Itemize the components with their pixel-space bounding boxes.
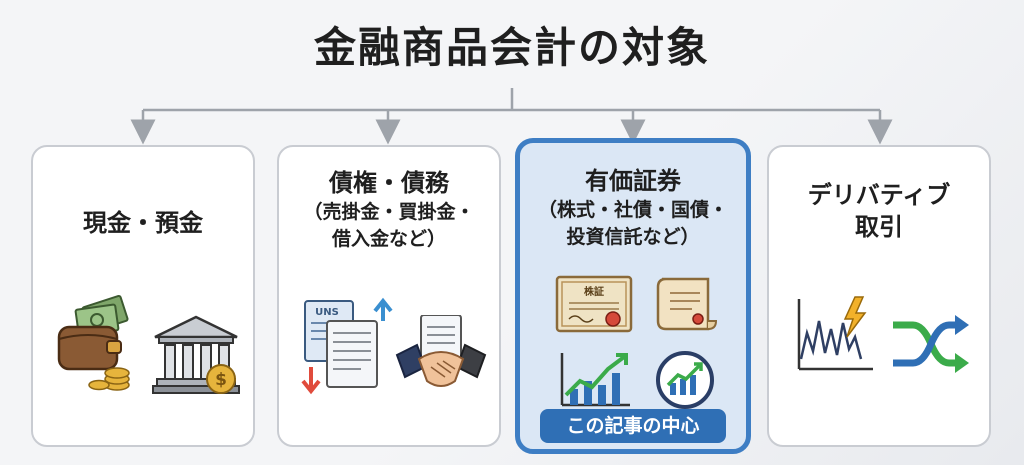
card-securities: 有価証券 （株式・社債・国債・ 投資信託など） 株証 この記事の中心	[515, 138, 751, 454]
chart-badge-icon	[656, 351, 714, 409]
card-subtext-line-1: （売掛金・買掛金・	[303, 201, 475, 223]
card-subtext-line-2: 投資信託など）	[566, 226, 700, 248]
wallet-cash-icon	[57, 294, 130, 391]
card-heading-line-1: デリバティブ	[807, 181, 951, 209]
connector-tree	[130, 88, 893, 145]
volatile-chart-lightning-icon	[797, 296, 873, 371]
doc-label: UNS	[315, 307, 339, 318]
card-heading-line-2: 取引	[855, 213, 903, 241]
card-subtext-line-2: 借入金など）	[331, 228, 446, 250]
card-receivables-payables: 債権・債務 （売掛金・買掛金・ 借入金など） UNS	[277, 145, 501, 447]
card-subtext-line-1: （株式・社債・国債・	[537, 199, 728, 221]
card-heading: 現金・預金	[83, 209, 203, 237]
article-focus-badge: この記事の中心	[540, 409, 726, 443]
shuffle-arrows-icon	[893, 315, 969, 373]
card-heading: 有価証券	[585, 167, 681, 195]
card-derivatives: デリバティブ 取引	[767, 145, 991, 447]
page-title: 金融商品会計の対象	[313, 23, 710, 72]
scroll-bond-icon	[656, 277, 718, 331]
handshake-icon	[395, 315, 487, 387]
card-heading: 債権・債務	[329, 169, 449, 197]
svg-text:$: $	[215, 370, 227, 390]
bank-building-icon: $	[152, 315, 240, 394]
rising-chart-icon	[560, 353, 630, 407]
certificate-label: 株証	[584, 285, 604, 298]
stock-certificate-icon: 株証	[555, 275, 633, 333]
documents-arrows-icon: UNS	[301, 297, 393, 395]
card-cash-deposits: 現金・預金 $	[31, 145, 255, 447]
